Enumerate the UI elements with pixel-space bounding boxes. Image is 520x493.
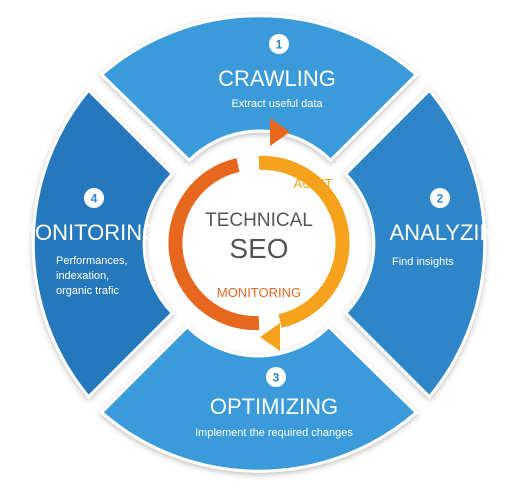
step-2-number: 2 (437, 192, 444, 206)
step-3-number: 3 (273, 371, 280, 385)
step-1-circle (269, 34, 289, 54)
step-3-title: OPTIMIZING (210, 394, 338, 419)
step-1-subtitle: Extract useful data (231, 98, 323, 110)
step-4-number: 4 (91, 192, 98, 206)
step-4-badge: 4 (84, 188, 104, 208)
step-1-title: CRAWLING (218, 66, 336, 91)
step-2-subtitle: Find insights (392, 256, 454, 268)
center-title-line1: TECHNICAL (205, 210, 313, 231)
step-1-badge: 1 (269, 34, 289, 54)
step-4-subtitle-line3: organic trafic (56, 285, 119, 297)
monitoring-sector (31, 87, 175, 400)
arrow-left-icon (260, 323, 280, 351)
optimizing-sector (99, 324, 419, 473)
step-3-subtitle: Implement the required changes (195, 427, 353, 439)
center-disc (164, 148, 354, 338)
crawling-sector (99, 14, 419, 163)
step-2-badge: 2 (430, 188, 450, 208)
step-2-circle (430, 188, 450, 208)
arrow-right-icon (270, 118, 290, 146)
step-4-subtitle-line2: indexation, (56, 270, 109, 282)
analyzing-sector (343, 87, 487, 400)
step-2-title: ANALYZING (389, 220, 512, 245)
audit-label: AUDIT (294, 176, 333, 191)
step-4-subtitle-line1: Performances, (56, 255, 128, 267)
step-4-title: MONITORING (17, 220, 160, 245)
step-4-circle (84, 188, 104, 208)
monitoring-ring-label: MONITORING (217, 285, 301, 300)
audit-arc (258, 155, 350, 328)
step-1-number: 1 (276, 38, 283, 52)
step-3-badge: 3 (266, 367, 286, 387)
center-title-line2: SEO (229, 233, 288, 264)
monitoring-arc (168, 158, 260, 331)
step-3-circle (266, 367, 286, 387)
